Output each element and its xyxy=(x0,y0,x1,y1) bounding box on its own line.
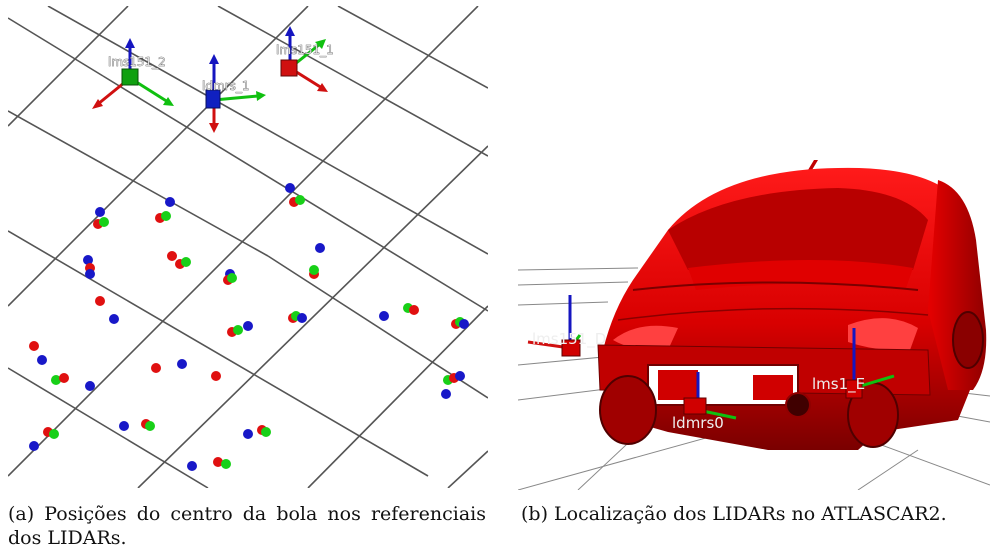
caption-a: (a) Posições do centro da bola nos refer… xyxy=(8,503,486,549)
frame-label-lms151-d: lms151_D xyxy=(532,330,606,349)
ball-point xyxy=(59,373,69,383)
frame-lms151-d: lms151_D xyxy=(527,295,606,357)
caption-b: (b) Localização dos LIDARs no ATLASCAR2. xyxy=(521,503,947,525)
ball-point xyxy=(99,217,109,227)
ball-point xyxy=(455,371,465,381)
ball-point xyxy=(243,429,253,439)
ball-point xyxy=(85,381,95,391)
ball-point xyxy=(167,251,177,261)
ball-point xyxy=(165,197,175,207)
car-lidar-canvas: lms151_D lms1_E ldmrs0 xyxy=(518,160,990,490)
ground-grid xyxy=(8,6,488,488)
ball-point xyxy=(187,461,197,471)
ball-point xyxy=(297,313,307,323)
frame-label-ldmrs-1: ldmrs_1 xyxy=(202,79,249,93)
ball-point xyxy=(119,421,129,431)
ball-point xyxy=(379,311,389,321)
frame-lms1-e: lms1_E xyxy=(812,328,895,399)
ball-point xyxy=(145,421,155,431)
ball-point xyxy=(151,363,161,373)
ball-point xyxy=(221,459,231,469)
car-lidar-view: lms151_D lms1_E ldmrs0 xyxy=(518,160,990,490)
frame-ldmrs0: ldmrs0 xyxy=(672,372,737,432)
ball-point xyxy=(51,375,61,385)
frame-label-ldmrs0: ldmrs0 xyxy=(672,414,724,432)
ball-point xyxy=(309,265,319,275)
ball-positions-canvas: lms151_2 ldmrs_1 lms151_1 xyxy=(8,6,488,488)
ball-point xyxy=(295,195,305,205)
ball-point xyxy=(29,341,39,351)
ball-point xyxy=(37,355,47,365)
ball-positions-view: lms151_2 ldmrs_1 lms151_1 xyxy=(8,6,488,488)
ball-point xyxy=(233,325,243,335)
ball-point xyxy=(409,305,419,315)
ball-point xyxy=(95,207,105,217)
ball-point xyxy=(109,314,119,324)
ball-point xyxy=(243,321,253,331)
ball-point xyxy=(95,296,105,306)
frame-ldmrs-1: ldmrs_1 xyxy=(202,54,266,133)
ball-point xyxy=(29,441,39,451)
ball-point xyxy=(285,183,295,193)
frame-lms151-1: lms151_1 xyxy=(276,26,334,92)
frame-lms151-2: lms151_2 xyxy=(92,38,174,109)
ball-point xyxy=(181,257,191,267)
ball-point xyxy=(441,389,451,399)
frame-label-lms1-e: lms1_E xyxy=(812,375,865,394)
ball-point xyxy=(459,319,469,329)
ball-point xyxy=(177,359,187,369)
ball-point xyxy=(315,243,325,253)
ball-point xyxy=(161,211,171,221)
frame-label-lms151-2: lms151_2 xyxy=(108,55,166,69)
ball-point xyxy=(213,457,223,467)
ball-point xyxy=(83,255,93,265)
frame-label-lms151-1: lms151_1 xyxy=(276,43,334,57)
ball-point xyxy=(261,427,271,437)
ball-point xyxy=(49,429,59,439)
car-body xyxy=(597,167,987,450)
ball-center-points xyxy=(29,183,469,471)
ball-point xyxy=(227,273,237,283)
ball-point xyxy=(85,269,95,279)
ball-point xyxy=(211,371,221,381)
